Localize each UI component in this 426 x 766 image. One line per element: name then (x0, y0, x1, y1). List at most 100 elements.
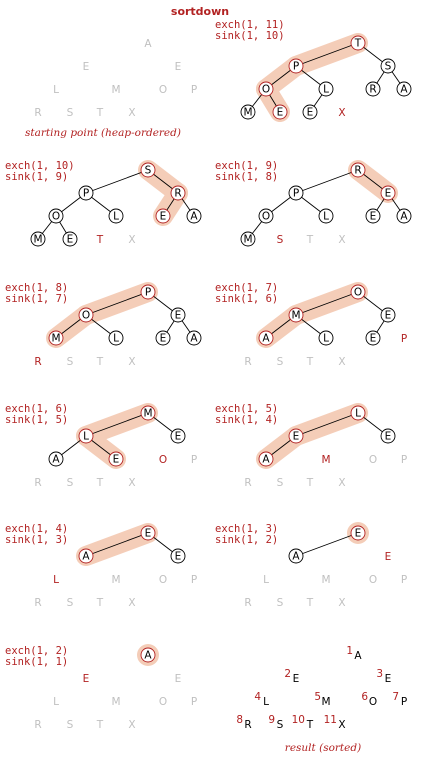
tree-node (365, 208, 381, 224)
tree-node (186, 330, 202, 346)
sorted-key: E (83, 61, 90, 73)
node-key: O (262, 211, 270, 223)
result-key: T (306, 719, 314, 731)
exch-label: exch(1, 7) (215, 282, 278, 294)
tree-node (48, 330, 64, 346)
tree-node (240, 104, 256, 120)
node-key: E (385, 310, 392, 322)
sorted-key: S (67, 477, 74, 489)
exch-label: exch(1, 8) (5, 282, 68, 294)
sink-label: sink(1, 7) (5, 293, 68, 305)
sorted-key: O (369, 454, 377, 466)
sorted-key: T (306, 597, 314, 609)
node-key: A (190, 333, 198, 345)
tree-node (78, 307, 94, 323)
tree-node (380, 58, 396, 74)
node-key: A (190, 211, 198, 223)
sorted-key: P (191, 696, 197, 708)
sorted-key: T (96, 597, 104, 609)
sorted-key: P (191, 84, 197, 96)
node-key: M (243, 234, 252, 246)
result-index: 4 (254, 691, 261, 703)
tree-edge (85, 412, 149, 437)
node-key: P (293, 188, 299, 200)
removed-max: O (159, 454, 167, 466)
node-key: E (160, 211, 167, 223)
exch-label: exch(1, 5) (215, 403, 278, 415)
exch-label: exch(1, 3) (215, 523, 278, 535)
removed-max: P (401, 333, 407, 345)
sorted-key: L (53, 84, 59, 96)
sink-label: sink(1, 10) (215, 30, 285, 42)
sorted-key: R (244, 597, 251, 609)
sorted-key: R (244, 477, 251, 489)
tree-node (350, 284, 366, 300)
node-key: L (83, 431, 89, 443)
result-caption: result (sorted) (285, 742, 361, 754)
sorted-key: X (128, 597, 135, 609)
node-key: O (354, 287, 362, 299)
node-key: L (113, 211, 119, 223)
tree-node (365, 330, 381, 346)
tree-node (380, 428, 396, 444)
node-key: P (293, 61, 299, 73)
sorted-key: T (96, 477, 104, 489)
exch-label: exch(1, 10) (5, 160, 75, 172)
result-index: 5 (314, 691, 321, 703)
tree-node (258, 330, 274, 346)
tree-node (186, 208, 202, 224)
tree-edge (295, 532, 359, 557)
tree-node (396, 81, 412, 97)
node-key: A (82, 551, 90, 563)
tree-node (78, 548, 94, 564)
sorted-key: R (34, 107, 41, 119)
node-key: M (243, 107, 252, 119)
removed-max: E (385, 551, 392, 563)
figure-title: sortdown (171, 5, 229, 18)
node-key: E (160, 333, 167, 345)
node-key: E (175, 431, 182, 443)
sorted-key: X (338, 597, 345, 609)
exch-label: exch(1, 11) (215, 19, 285, 31)
node-key: E (113, 454, 120, 466)
tree-node (48, 451, 64, 467)
node-key: E (175, 551, 182, 563)
result-key: P (401, 696, 407, 708)
sorted-key: R (34, 477, 41, 489)
removed-max: M (321, 454, 330, 466)
sorted-key: X (128, 356, 135, 368)
sorted-key: P (191, 454, 197, 466)
node-key: T (354, 38, 362, 50)
tree-edge (295, 42, 359, 67)
node-key: A (262, 454, 270, 466)
node-key: A (52, 454, 60, 466)
sorted-key: T (306, 356, 314, 368)
tree-edge (295, 291, 359, 316)
tree-node (140, 162, 156, 178)
sorted-key: T (96, 719, 104, 731)
tree-node (272, 104, 288, 120)
tree-node (258, 81, 274, 97)
node-key: M (143, 408, 152, 420)
node-key: L (323, 211, 329, 223)
node-key: O (262, 84, 270, 96)
tree-node (140, 525, 156, 541)
node-key: S (145, 165, 152, 177)
result-key: R (244, 719, 251, 731)
tree-node (288, 428, 304, 444)
tree-node (140, 647, 156, 663)
result-index: 11 (324, 714, 337, 726)
tree-node (108, 208, 124, 224)
tree-node (78, 428, 94, 444)
node-key: A (262, 333, 270, 345)
node-key: A (144, 650, 152, 662)
node-key: A (292, 551, 300, 563)
tree-node (318, 208, 334, 224)
